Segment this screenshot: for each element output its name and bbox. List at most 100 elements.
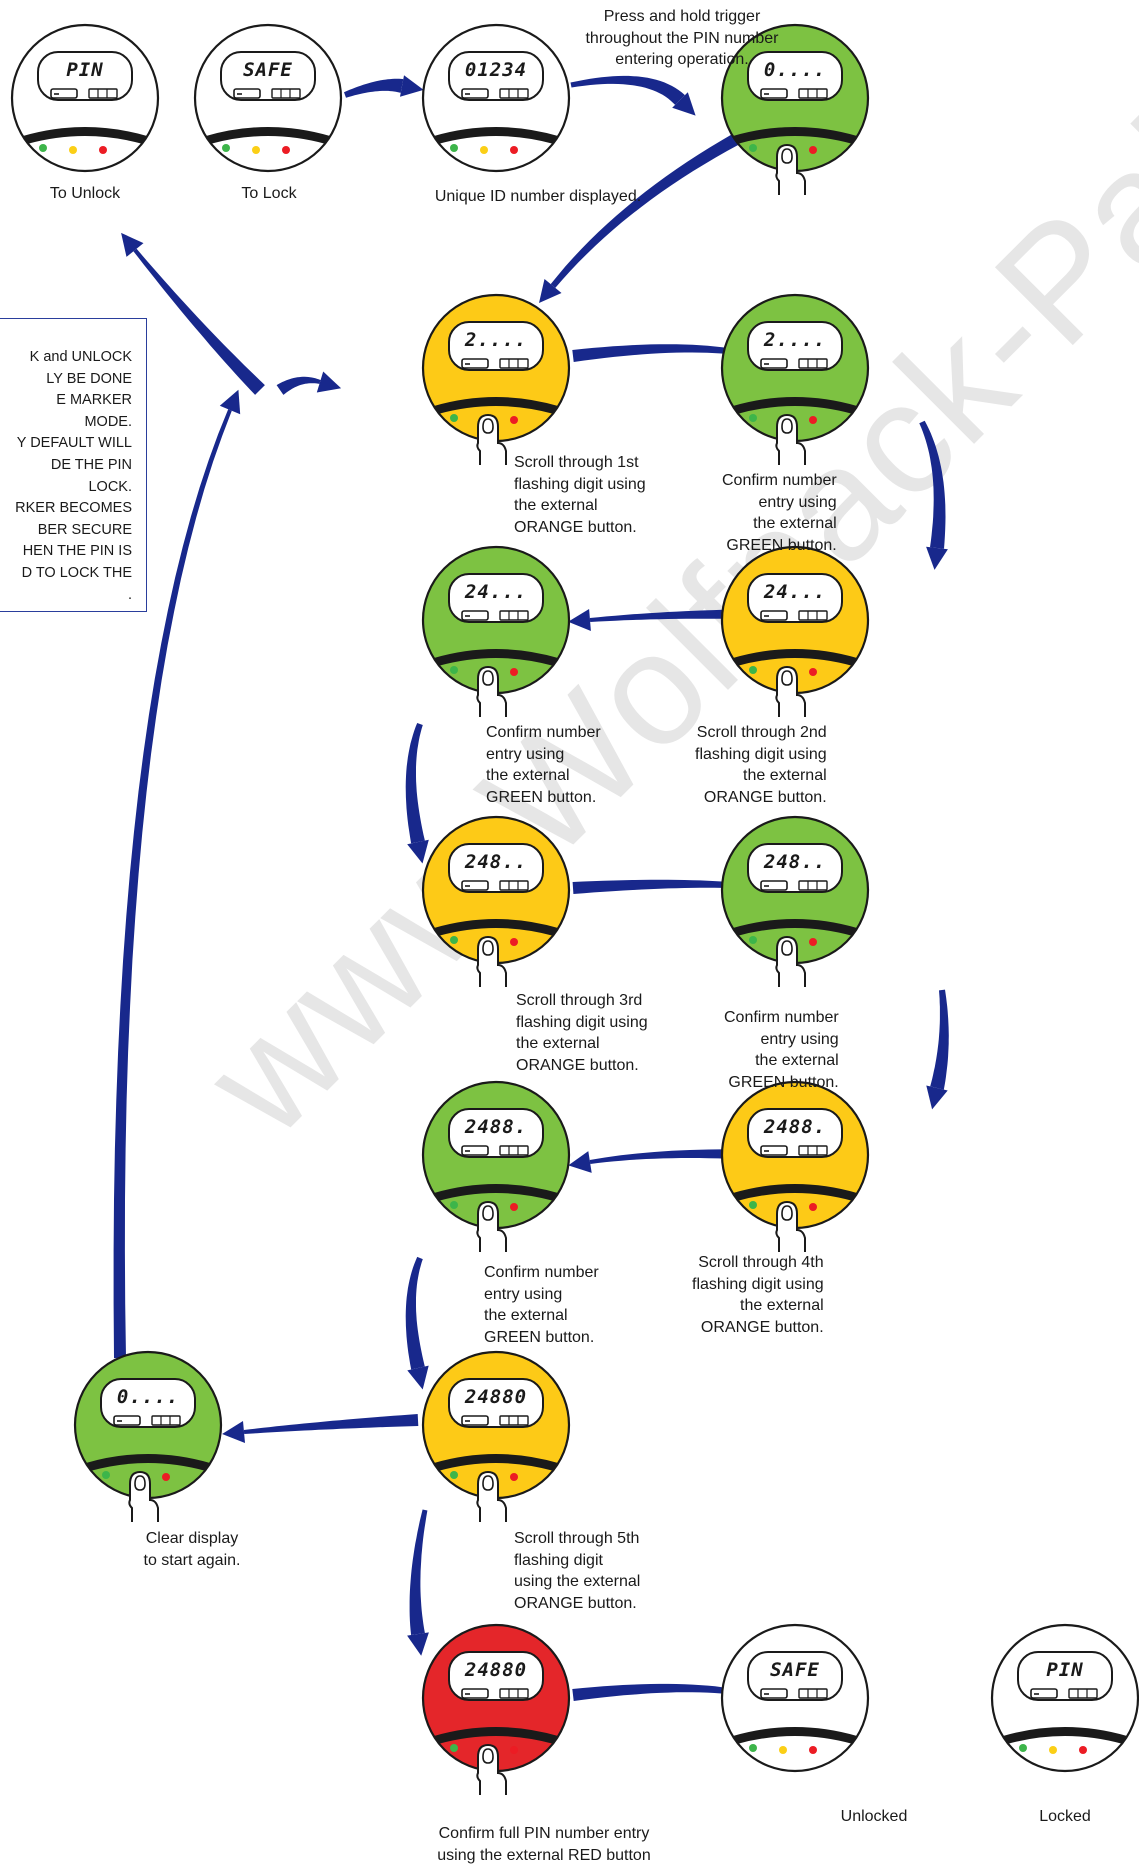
red-led-icon — [510, 416, 518, 424]
note-line: LY BE DONE — [46, 370, 132, 387]
green-led-icon — [450, 1744, 458, 1752]
unit-digit1-scroll: 2.... — [421, 293, 571, 465]
unit-id-caption: Unique ID number displayed. — [434, 188, 642, 205]
arrow-clear-to-hub-head — [219, 389, 241, 415]
lcd-readout: PIN — [1046, 1659, 1084, 1681]
red-led-icon — [809, 1746, 817, 1754]
arrow-lock-to-id — [344, 78, 404, 98]
green-led-icon — [450, 1201, 458, 1209]
green-led-icon — [749, 144, 757, 152]
lcd-readout: 248.. — [464, 851, 528, 873]
unit-confirm-pin: 24880 — [421, 1623, 571, 1795]
unit-digit1-scroll-caption: Scroll through 1st flashing digit using … — [514, 454, 646, 536]
green-led-icon — [450, 666, 458, 674]
unit-digit2-scroll-caption: Scroll through 2nd flashing digit using … — [695, 724, 827, 806]
arrow-d2c-to-d3 — [405, 723, 425, 844]
arrow-d5-to-clear-head — [222, 1421, 245, 1443]
green-led-icon — [749, 1201, 757, 1209]
lcd-readout: 24880 — [464, 1386, 528, 1408]
unit-clear: 0.... — [73, 1350, 223, 1522]
note-line: BER SECURE — [37, 521, 132, 538]
arrow-hold-to-d1-head — [539, 279, 562, 303]
red-led-icon — [510, 668, 518, 676]
unit-id: 01234 — [421, 23, 571, 173]
lcd-readout: 248.. — [763, 851, 827, 873]
unit-digit4-confirm-caption: Confirm number entry using the external … — [484, 1264, 599, 1346]
unit-digit2-confirm-caption: Confirm number entry using the external … — [486, 724, 601, 806]
note-line: MODE. — [84, 413, 132, 430]
unit-digit3-scroll-caption: Scroll through 3rd flashing digit using … — [516, 992, 648, 1074]
arrow-d1c-to-d2-head — [926, 546, 948, 570]
lcd-readout: PIN — [66, 59, 104, 81]
green-led-icon — [749, 414, 757, 422]
finger-press-icon — [476, 935, 507, 987]
lcd-readout: 01234 — [464, 59, 528, 81]
green-led-icon — [450, 936, 458, 944]
unit-to-lock: SAFE — [193, 23, 343, 173]
green-led-icon — [39, 144, 47, 152]
green-led-icon — [450, 414, 458, 422]
unit-unlocked: SAFE — [720, 1623, 870, 1773]
lcd-readout: 24880 — [464, 1659, 528, 1681]
unit-digit1-confirm: 2.... — [720, 293, 870, 465]
finger-press-icon — [476, 665, 507, 717]
lcd-readout: 2488. — [464, 1116, 528, 1138]
unit-unlocked-caption: Unlocked — [840, 1808, 908, 1825]
note-line: DE THE PIN — [50, 456, 132, 473]
unit-to-unlock-caption: To Unlock — [49, 185, 121, 202]
yellow-led-icon — [779, 1746, 787, 1754]
red-led-icon — [1079, 1746, 1087, 1754]
finger-press-icon — [476, 1470, 507, 1522]
yellow-led-icon — [480, 146, 488, 154]
green-led-icon — [749, 666, 757, 674]
unit-hold-trigger: 0.... — [720, 23, 870, 195]
arrow-hub-left-head — [121, 232, 144, 257]
arrow-id-to-hold-head — [672, 92, 696, 116]
lcd-readout: 24... — [763, 581, 827, 603]
lcd-readout: SAFE — [770, 1659, 820, 1681]
red-led-icon — [510, 1203, 518, 1211]
finger-press-icon — [775, 665, 806, 717]
unit-hold-trigger-caption: Press and hold trigger throughout the PI… — [585, 8, 779, 68]
finger-press-icon — [775, 413, 806, 465]
lcd-readout: 24... — [464, 581, 528, 603]
note-line: E MARKER — [56, 392, 132, 409]
green-led-icon — [749, 936, 757, 944]
red-led-icon — [510, 938, 518, 946]
arrow-d4c-to-d5-head — [407, 1365, 429, 1390]
arrow-confirm-to-unlocked — [572, 1683, 766, 1701]
note-line: . — [127, 586, 132, 603]
arrow-d3c-to-d4 — [930, 989, 949, 1090]
unit-digit4-scroll-caption: Scroll through 4th flashing digit using … — [692, 1254, 824, 1336]
arrow-d5-to-confirm-head — [407, 1632, 429, 1656]
arrow-d4c-to-d5 — [405, 1256, 425, 1370]
red-led-icon — [510, 146, 518, 154]
arrow-d5-to-confirm — [409, 1509, 428, 1635]
green-led-icon — [450, 144, 458, 152]
lcd-readout: 2.... — [763, 329, 827, 351]
unit-locked: PIN — [990, 1623, 1139, 1773]
unit-digit3-confirm-caption: Confirm number entry using the external … — [724, 1009, 839, 1091]
lcd-readout: SAFE — [243, 59, 293, 81]
unit-digit1-confirm-caption: Confirm number entry using the external … — [722, 472, 837, 554]
note-line: Y DEFAULT WILL — [16, 435, 132, 452]
red-led-icon — [162, 1473, 170, 1481]
lcd-readout: 2488. — [763, 1116, 827, 1138]
arrow-hub-right-head — [316, 371, 342, 393]
arrow-d1c-to-d2 — [919, 420, 946, 549]
unit-digit5-scroll-caption: Scroll through 5th flashing digit using … — [514, 1530, 641, 1612]
unit-digit4-confirm: 2488. — [421, 1080, 571, 1252]
green-led-icon — [749, 1744, 757, 1752]
finger-press-icon — [775, 143, 806, 195]
yellow-led-icon — [252, 146, 260, 154]
green-led-icon — [450, 1471, 458, 1479]
yellow-led-icon — [69, 146, 77, 154]
red-led-icon — [99, 146, 107, 154]
red-led-icon — [809, 416, 817, 424]
unit-locked-caption: Locked — [1039, 1808, 1091, 1825]
red-led-icon — [809, 668, 817, 676]
note-line: HEN THE PIN IS — [22, 543, 132, 560]
